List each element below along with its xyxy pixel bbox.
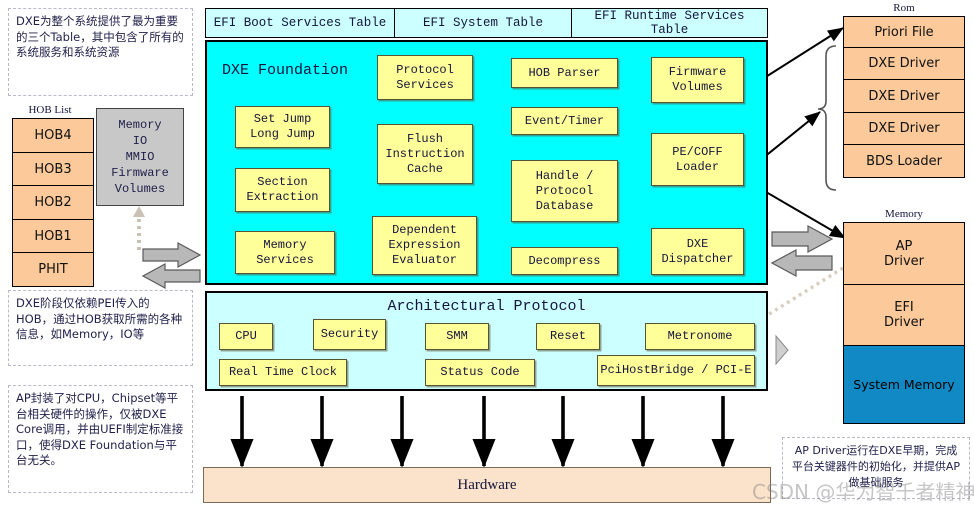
protocol-cpu[interactable]: CPU [219,323,273,350]
module-dependent-expression-evaluator[interactable]: Dependent Expression Evaluator [372,216,477,275]
module-event-timer[interactable]: Event/Timer [511,107,618,135]
memory-stack: AP Driver EFI Driver System Memory [843,222,965,424]
protocol-security[interactable]: Security [313,319,386,350]
ap-driver-line-2: Driver [883,253,924,269]
hob-list-item[interactable]: HOB2 [12,185,94,220]
architectural-protocol-title: Architectural Protocol [387,298,586,315]
memory-resources-box: Memory IO MMIO Firmware Volumes [96,108,184,206]
tab-efi-runtime-services-table[interactable]: EFI Runtime Services Table [571,8,768,38]
memory-resource-line: IO [132,134,148,148]
module-firmware-volumes[interactable]: Firmware Volumes [651,57,744,103]
rom-item-dxe-driver[interactable]: DXE Driver [843,46,965,81]
protocol-real-time-clock[interactable]: Real Time Clock [219,359,347,386]
tab-efi-boot-services-table[interactable]: EFI Boot Services Table [205,8,395,38]
rom-item-priori-file[interactable]: Priori File [843,16,965,48]
protocol-to-hardware-arrows [230,396,735,468]
module-handle-protocol-database[interactable]: Handle / Protocol Database [511,160,618,222]
hardware-bar: Hardware [203,467,771,503]
note-ap-description: AP封装了对CPU，Chipset等平台相关硬件的操作，仅被DXE Core调用… [8,385,193,493]
rom-stack: Priori File DXE Driver DXE Driver DXE Dr… [843,16,965,178]
module-hob-parser[interactable]: HOB Parser [511,58,618,88]
hob-list-item[interactable]: PHIT [12,252,94,287]
dotted-hob-to-memory-arrow [133,206,145,250]
module-set-jump-long-jump[interactable]: Set Jump Long Jump [235,106,330,148]
rom-item-dxe-driver[interactable]: DXE Driver [843,79,965,113]
hob-list-caption: HOB List [28,104,72,116]
module-section-extraction[interactable]: Section Extraction [235,168,330,212]
memory-item-ap-driver[interactable]: AP Driver [843,222,965,285]
module-flush-instruction-cache[interactable]: Flush Instruction Cache [377,124,473,184]
efi-driver-line-1: EFI [894,300,914,315]
memory-to-dxe-block-arrow [770,248,833,278]
note-ap-driver: AP Driver运行在DXE早期，完成平台关键器件的初始化，并提供AP做基础服… [782,437,970,499]
tab-efi-system-table[interactable]: EFI System Table [394,8,572,38]
note-hob-dependency: DXE阶段仅依赖PEI传入的HOB，通过HOB获取所需的各种信息，如Memory… [8,290,193,366]
protocol-reset[interactable]: Reset [536,323,600,350]
protocol-right-block-arrow [775,334,789,366]
dxe-to-memory-block-arrow [771,224,834,254]
memory-resource-line: Memory [118,118,162,132]
memory-resource-line: Firmware [111,166,169,180]
hob-list-item[interactable]: HOB3 [12,151,94,187]
module-pecoff-loader[interactable]: PE/COFF Loader [651,133,744,186]
hob-to-dxe-block-arrow [142,241,202,269]
rom-brace [817,45,837,191]
module-decompress[interactable]: Decompress [511,247,618,275]
dxe-to-hob-block-arrow [141,262,201,290]
memory-item-efi-driver[interactable]: EFI Driver [843,283,965,347]
memory-resource-line: MMIO [125,150,155,164]
ap-driver-dotted-line [765,266,844,318]
hob-list-stack: HOB4 HOB3 HOB2 HOB1 PHIT [12,118,94,287]
dxe-foundation-title: DXE Foundation [222,62,349,79]
hob-list-item[interactable]: HOB4 [12,118,94,153]
module-protocol-services[interactable]: Protocol Services [377,55,473,100]
module-memory-services[interactable]: Memory Services [235,231,335,274]
ap-driver-line-1: AP [895,238,913,254]
rom-caption: Rom [893,2,915,14]
protocol-metronome[interactable]: Metronome [645,323,755,350]
memory-caption: Memory [885,208,923,220]
protocol-smm[interactable]: SMM [425,323,489,350]
rom-item-dxe-driver[interactable]: DXE Driver [843,111,965,146]
efi-driver-line-2: Driver [883,315,924,330]
memory-item-system-memory[interactable]: System Memory [843,345,965,424]
memory-resource-line: Volumes [114,182,166,196]
protocol-pci-host-bridge[interactable]: PciHostBridge / PCI-E [597,355,755,386]
note-dxe-tables: DXE为整个系统提供了最为重要的三个Table，其中包含了所有的系统服务和系统资… [8,8,193,96]
hob-list-item[interactable]: HOB1 [12,218,94,254]
module-dxe-dispatcher[interactable]: DXE Dispatcher [651,228,744,275]
rom-item-bds-loader[interactable]: BDS Loader [843,144,965,178]
protocol-status-code[interactable]: Status Code [425,359,535,386]
